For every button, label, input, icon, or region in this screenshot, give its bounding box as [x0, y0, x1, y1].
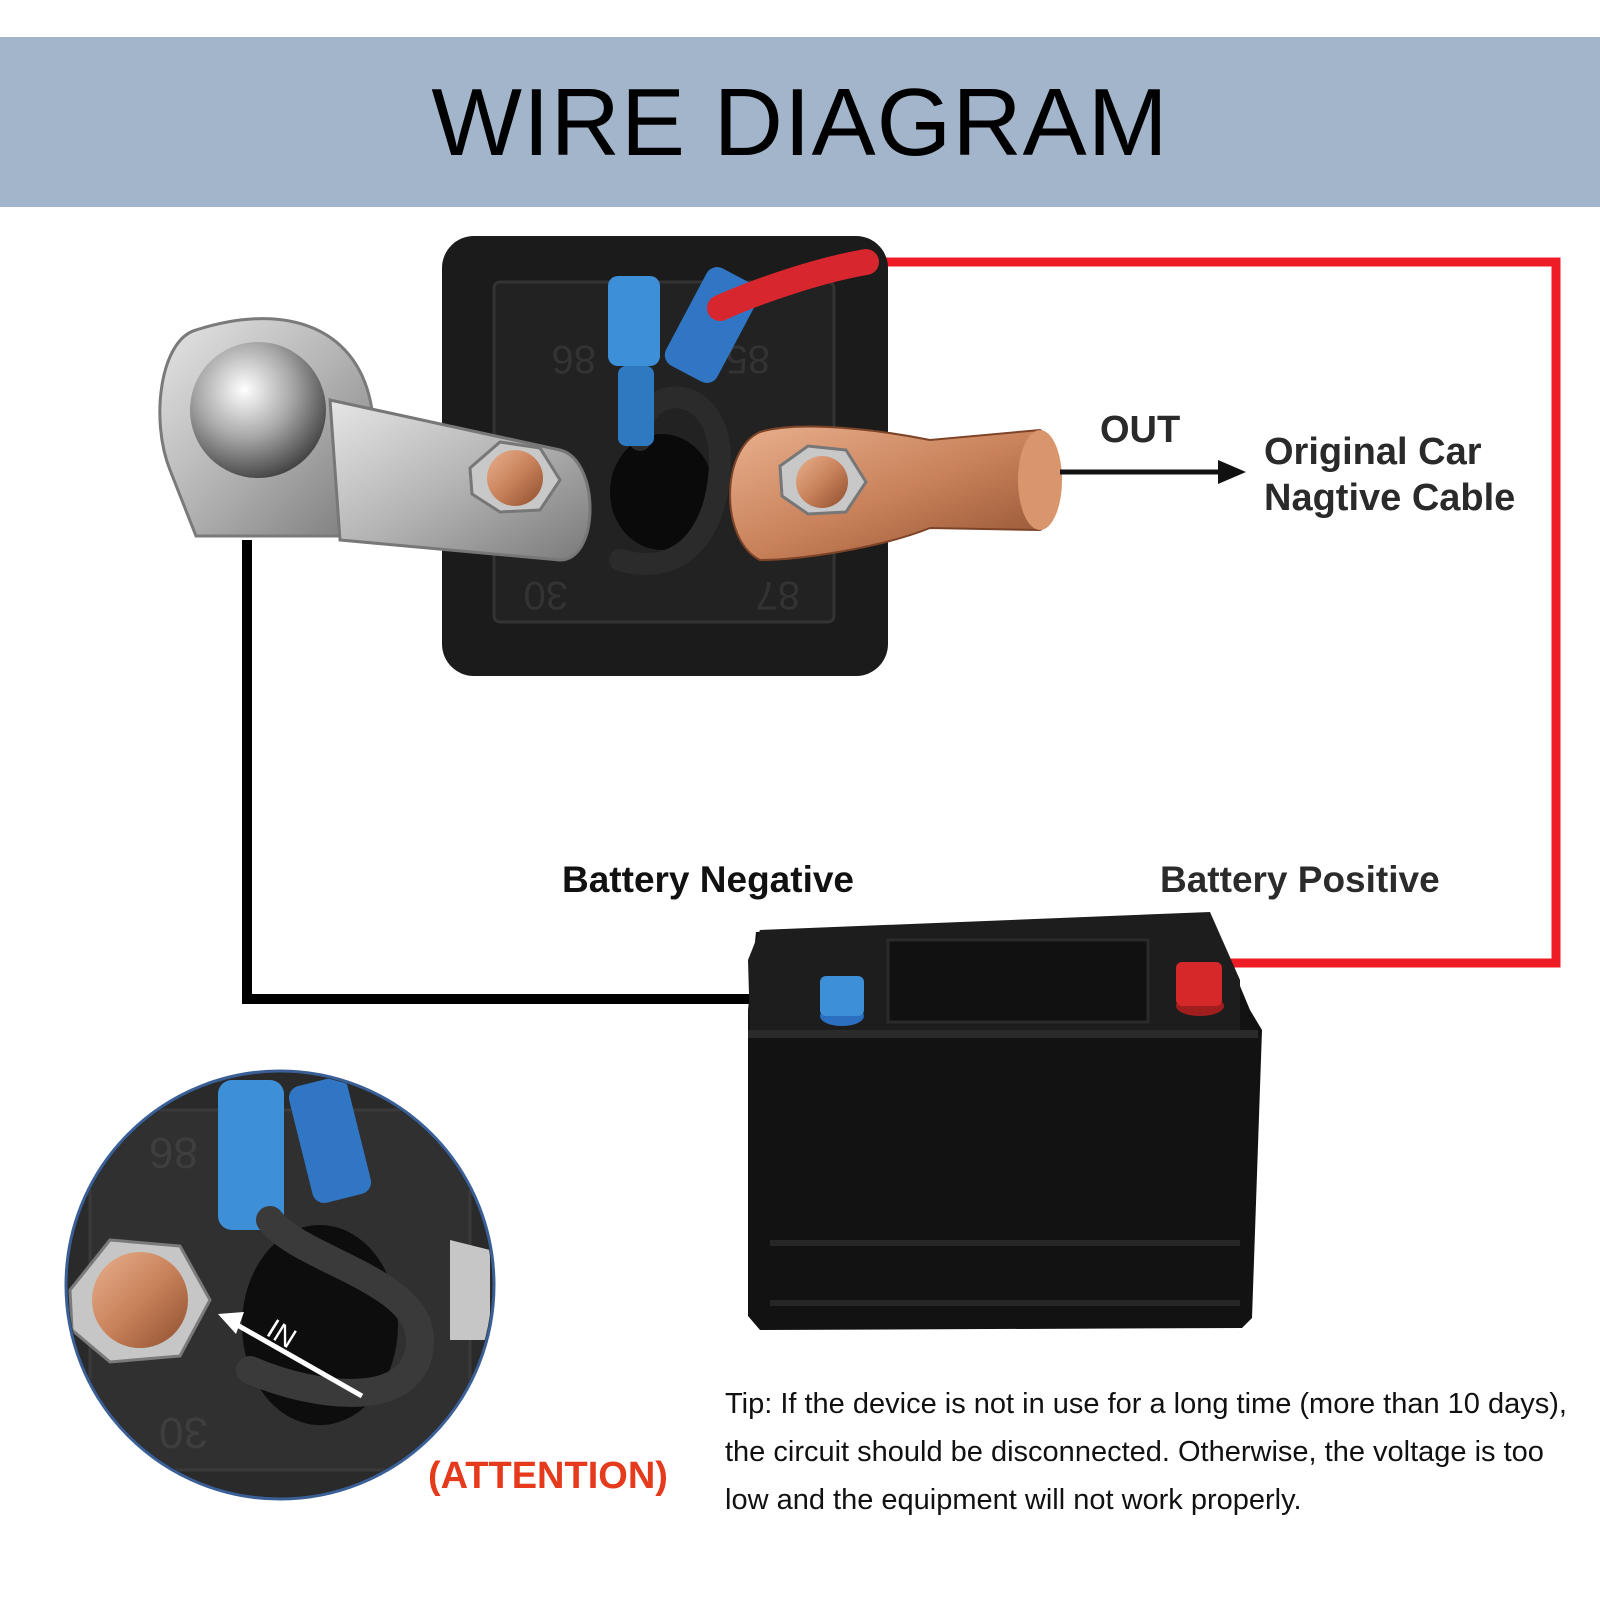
original-car-negative-cable-label: Original Car Nagtive Cable — [1264, 431, 1516, 519]
out-arrow — [1060, 460, 1246, 484]
copper-ring-terminal — [729, 425, 1062, 562]
negative-wire — [242, 540, 752, 1004]
zoom-relay-label-30: 30 — [159, 1408, 208, 1457]
relay-stud-in — [468, 440, 562, 514]
car-battery — [748, 912, 1262, 1330]
battery-positive-label: Battery Positive — [1160, 859, 1440, 900]
zoom-inset: 30 86 — [64, 1069, 496, 1501]
negative-terminal-cap — [820, 976, 864, 1016]
out-label: OUT — [1100, 409, 1181, 451]
attention-label: (ATTENTION) — [428, 1455, 668, 1497]
relay-label-30: 30 — [524, 573, 569, 617]
relay-label-86: 86 — [552, 337, 597, 381]
relay-label-87: 87 — [756, 573, 801, 617]
page-title: WIRE DIAGRAM — [431, 69, 1169, 176]
tip-text: Tip: If the device is not in use for a l… — [725, 1388, 1567, 1516]
zoom-relay-label-86: 86 — [149, 1128, 198, 1177]
title-banner: WIRE DIAGRAM — [0, 37, 1600, 207]
battery-clamp — [158, 317, 592, 562]
in-arrow-head — [218, 1312, 244, 1334]
positive-terminal-cap — [1176, 962, 1222, 1006]
positive-wire — [866, 257, 1561, 968]
blue-connectors — [608, 249, 879, 446]
battery-negative-label: Battery Negative — [562, 859, 855, 900]
